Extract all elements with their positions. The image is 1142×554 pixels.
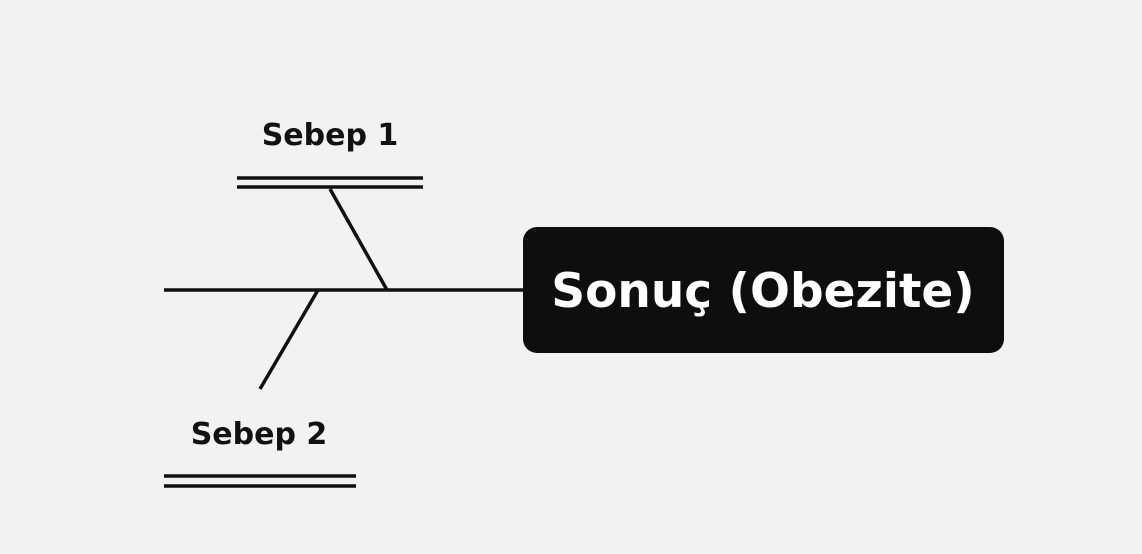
cause-2-branch (258, 289, 320, 390)
effect-label: Sonuç (Obezite) (551, 264, 975, 319)
cause-2-label: Sebep 2 (191, 417, 328, 452)
effect-box (523, 227, 1004, 353)
cause-1-label: Sebep 1 (262, 118, 399, 153)
cause-1-branch (328, 188, 389, 291)
